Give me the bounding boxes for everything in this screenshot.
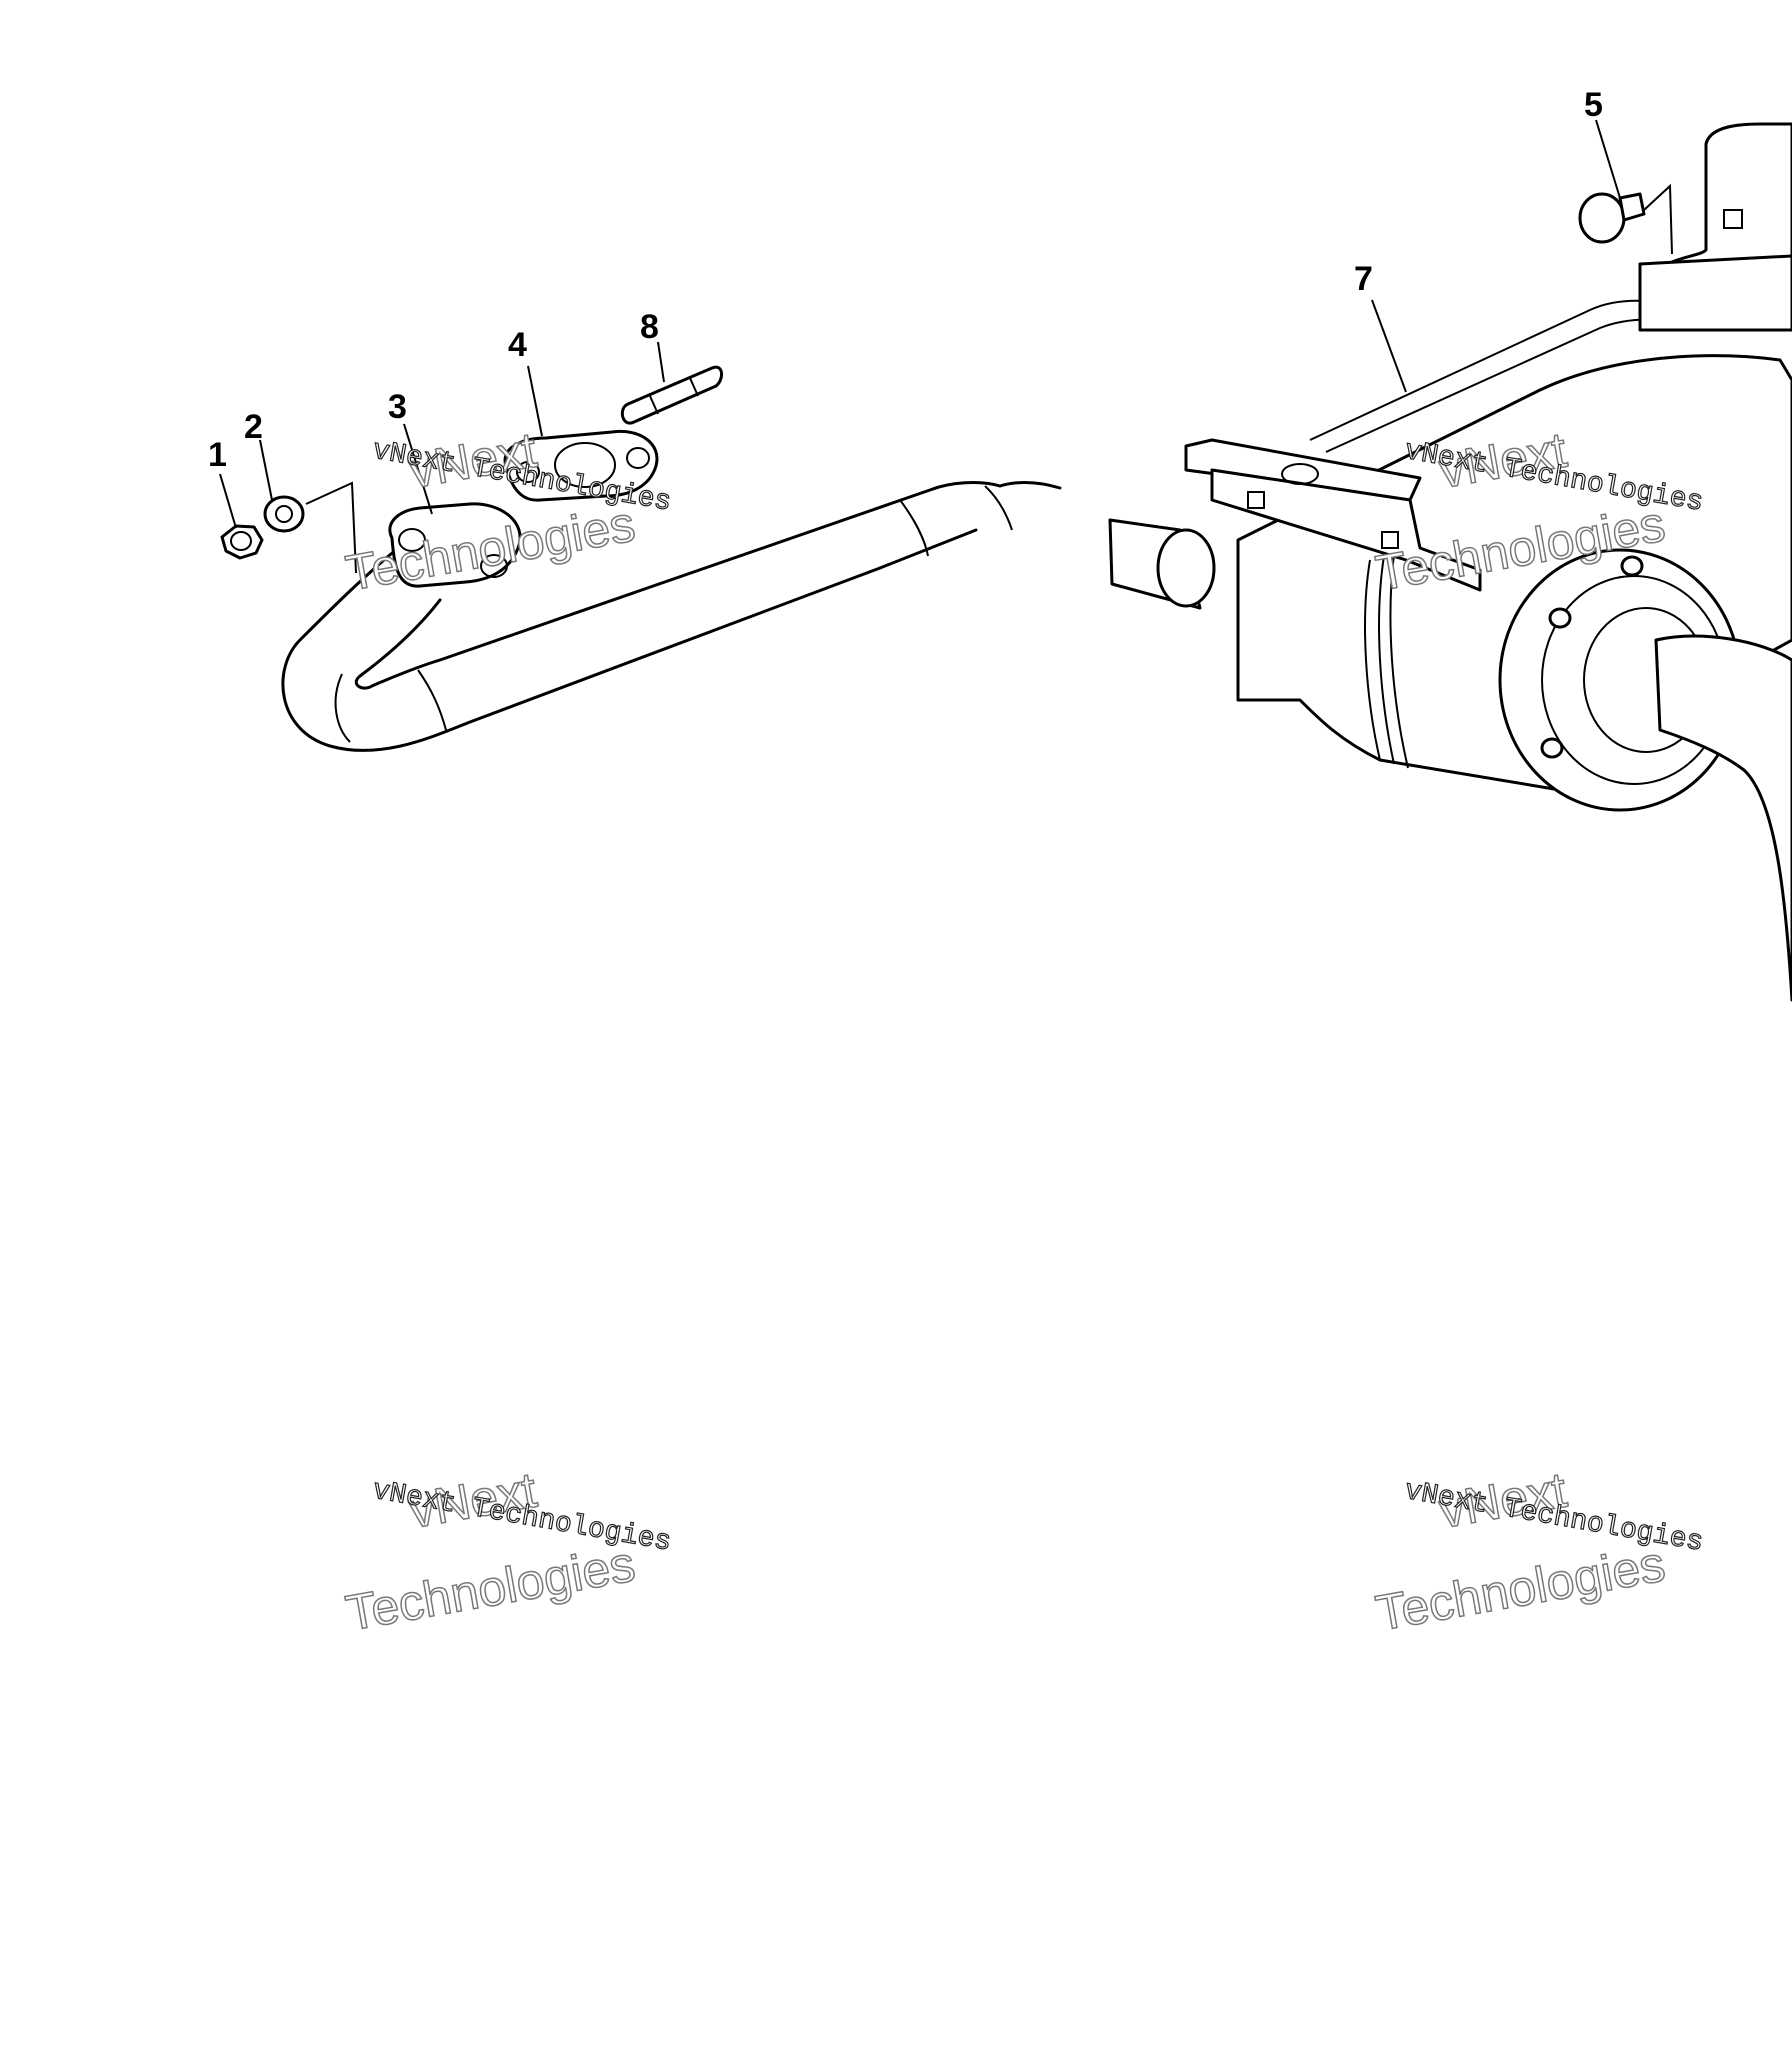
callout-4: 4 <box>508 326 527 364</box>
part-1-hex-nut <box>220 524 264 560</box>
part-8-stud <box>620 365 723 425</box>
leader-bracket-1 <box>305 481 357 574</box>
callout-1: 1 <box>208 436 227 474</box>
part-4-gasket <box>503 429 659 502</box>
leader-lines <box>219 119 1621 529</box>
callout-3: 3 <box>388 388 407 426</box>
callout-5: 5 <box>1584 86 1603 124</box>
part-3-exhaust-pipe <box>281 480 1216 752</box>
watermark-technologies: Technologies <box>342 1536 639 1642</box>
part-5-bolt-and-bracket <box>1578 122 1792 332</box>
callout-8: 8 <box>640 308 659 346</box>
callout-7: 7 <box>1354 260 1373 298</box>
callout-2: 2 <box>244 408 263 446</box>
part-2-washer <box>263 495 305 533</box>
watermark-technologies: Technologies <box>1372 1536 1669 1642</box>
part-7-muffler <box>1184 299 1792 1002</box>
